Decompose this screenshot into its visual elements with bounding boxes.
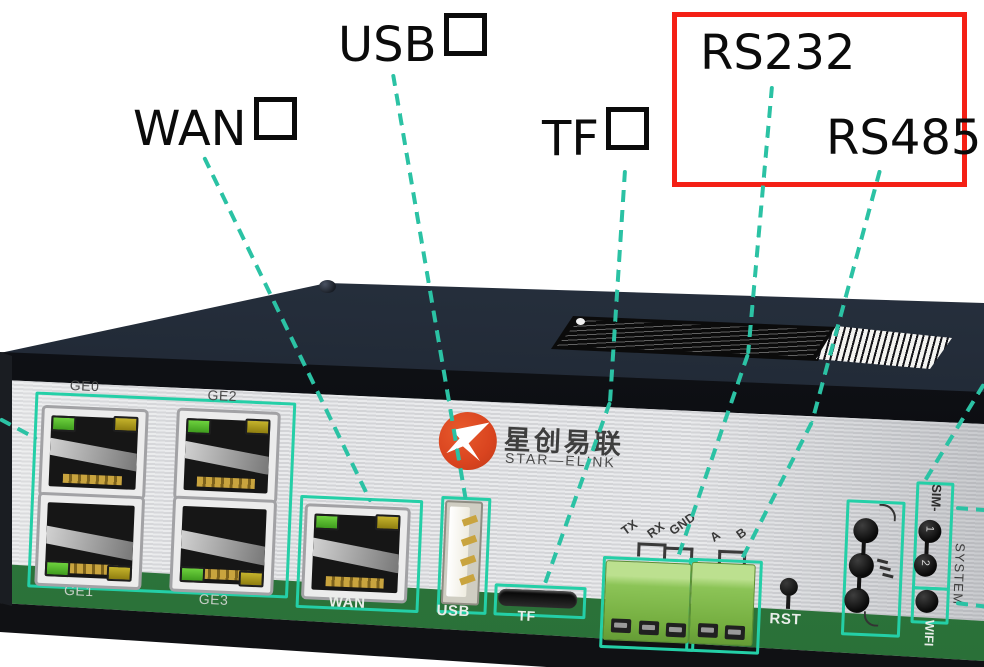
ge3-led-green-icon [179,565,206,583]
wan-led-green-icon [313,513,340,531]
sim2-digit: 2 [918,559,932,567]
ge2-label: GE2 [207,386,238,405]
a-pin-label: A [707,527,724,545]
rst-button [779,577,799,597]
usb-port [440,500,484,606]
tx-pin-label: TX [618,516,641,538]
ge2-led-yellow-icon [244,418,271,436]
rst-silk-label: RST [769,610,802,629]
sim1-digit: 1 [923,525,936,533]
callout-wan: WAN口 [133,97,297,157]
ge1-led-green-icon [44,560,71,578]
system-silk-label: SYSTEM [950,542,968,606]
brand-name-en: STAR—ELINK [504,449,617,471]
ge2-port [173,407,281,504]
txrx-bracket-leg [637,542,641,557]
front-panel-group: GE0 GE2 GE1 GE3 星创易联 [0,376,983,667]
callout-rs232-text: RS232 [700,25,856,81]
tf-slot [497,588,578,609]
ge0-label: GE0 [69,376,100,395]
ge3-led-yellow-icon [238,570,265,588]
usb-silk-label: USB [436,601,471,621]
sim-silk-label: SIM- [928,483,945,512]
rst-button-stem [785,594,791,609]
screw-icon [319,280,336,293]
ge1-port [34,491,146,591]
serial-ports-alert-frame [672,12,967,187]
port-char-square: 口 [605,107,649,150]
ge1-led-yellow-icon [106,564,133,582]
wan-silk-label: WAN [328,593,366,612]
rs485-terminal-block [688,561,756,647]
port-char-square: 口 [253,97,297,140]
brand-logo-icon [437,410,499,472]
callout-wan-text: WAN [133,101,247,157]
antenna-link [861,540,866,556]
callout-rs485: RS485 [826,110,982,166]
ge0-led-yellow-icon [112,415,139,433]
wan-led-yellow-icon [374,514,401,532]
ge3-port [169,495,278,596]
callout-usb: USB口 [338,13,487,73]
rs232-terminal-block [602,560,692,644]
callout-usb-text: USB [338,17,437,73]
port-char-square: 口 [443,13,487,56]
callout-rs232: RS232 [700,25,856,81]
tf-silk-label: TF [517,607,537,625]
ge2-led-green-icon [185,418,212,436]
wan-port [300,503,411,604]
rx-pin-label: RX [644,519,668,542]
txrx-bracket [637,542,666,547]
callout-rs485-text: RS485 [826,110,982,166]
antenna-link [856,575,862,590]
ge0-led-green-icon [50,415,77,433]
b-pin-label: B [733,525,750,542]
wifi-silk-label: WIFI [921,619,937,647]
callout-tf: TF口 [542,107,649,167]
callout-tf-text: TF [542,111,599,167]
ge0-port [38,404,149,501]
